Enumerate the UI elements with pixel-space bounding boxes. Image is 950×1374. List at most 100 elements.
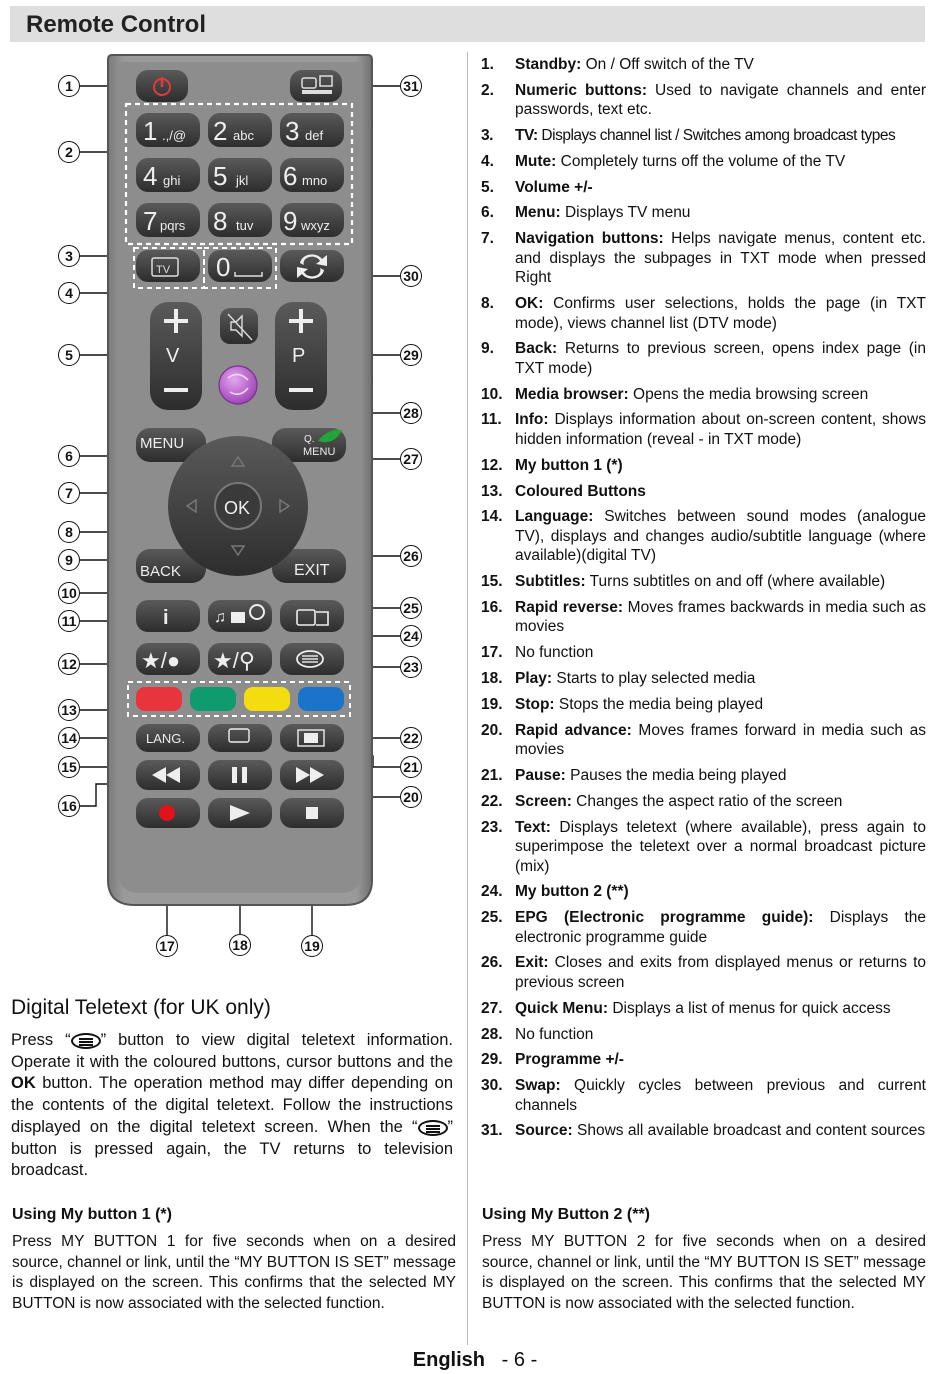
my-button-2-heading: Using My Button 2 (**)	[482, 1206, 650, 1223]
key-2: 2	[213, 116, 227, 146]
callout-8: 8	[58, 521, 80, 543]
my-button-1-paragraph: Press MY BUTTON 1 for five seconds when …	[12, 1233, 456, 1312]
list-item: 4.Mute: Completely turns off the volume …	[481, 152, 846, 170]
green-key	[190, 687, 236, 711]
list-item: 2.Numeric buttons: Used to navigate chan…	[481, 81, 926, 119]
callout-18: 18	[229, 934, 251, 956]
list-item: 1.Standby: On / Off switch of the TV	[481, 56, 754, 73]
key-6-sub: mno	[302, 173, 327, 188]
list-item: 8.OK: Confirms user selections, holds th…	[481, 295, 926, 332]
callout-25: 25	[400, 597, 422, 619]
list-item: 29.Programme +/-	[481, 1051, 624, 1069]
list-item: 13.Coloured Buttons	[481, 482, 646, 500]
my-button-1-heading: Using My button 1 (*)	[12, 1206, 172, 1223]
footer-language: English	[412, 1349, 485, 1371]
callout-12: 12	[58, 653, 80, 675]
callout-5: 5	[58, 344, 80, 366]
list-item: 9.Back: Returns to previous screen, open…	[481, 340, 926, 377]
callout-6: 6	[58, 445, 80, 467]
key-2-sub: abc	[233, 128, 254, 143]
list-item: 12.My button 1 (*)	[481, 456, 623, 474]
callout-7: 7	[58, 482, 80, 504]
list-item: 3.TV: Displays channel list / Switches a…	[481, 127, 896, 145]
key-5: 5	[213, 161, 227, 191]
list-item: 17.No function	[481, 644, 594, 662]
key-9: 9	[283, 206, 297, 236]
key-9-sub: wxyz	[300, 218, 330, 233]
callout-15: 15	[58, 756, 80, 778]
list-item: 27.Quick Menu: Displays a list of menus …	[481, 999, 891, 1017]
remote-illustration: 1 .,/@ 2 abc 3 def 4 ghi 5 jkl 6 mno 7 p…	[0, 46, 460, 966]
callout-24: 24	[400, 625, 422, 647]
svg-text:★/●: ★/●	[141, 648, 180, 673]
key-4: 4	[143, 161, 157, 191]
callout-31: 31	[400, 75, 422, 97]
vol-label: V	[166, 345, 180, 367]
list-item: 10.Media browser: Opens the media browsi…	[481, 385, 869, 403]
callout-29: 29	[400, 344, 422, 366]
teletext-paragraph: Press “” button to view digital teletext…	[11, 1031, 453, 1180]
tv-key-label: TV	[156, 264, 171, 276]
list-item: 7.Navigation buttons: Helps navigate men…	[481, 230, 926, 287]
callout-27: 27	[400, 448, 422, 470]
key-7-sub: pqrs	[160, 218, 186, 233]
qmenu-q-label: Q.	[304, 434, 315, 445]
key-6: 6	[283, 161, 297, 191]
prog-label: P	[292, 345, 305, 367]
svg-text:♫: ♫	[214, 609, 226, 626]
list-item: 16.Rapid reverse: Moves frames backwards…	[481, 598, 926, 636]
menu-key-label: MENU	[140, 435, 184, 452]
page-footer: English - 6 -	[0, 1349, 950, 1372]
list-item: 18.Play: Starts to play selected media	[481, 670, 756, 688]
callout-28: 28	[400, 402, 422, 424]
key-8: 8	[213, 206, 227, 236]
page-header: Remote Control	[10, 6, 925, 42]
key-1-sub: .,/@	[162, 128, 186, 143]
page-number: - 6 -	[501, 1349, 538, 1371]
key-3: 3	[285, 116, 299, 146]
callout-22: 22	[400, 727, 422, 749]
callout-26: 26	[400, 545, 422, 567]
list-item: 23.Text: Displays teletext (where availa…	[481, 818, 926, 875]
key-7: 7	[143, 206, 157, 236]
info-key-label: i	[163, 607, 169, 629]
callout-11: 11	[58, 610, 80, 632]
callout-9: 9	[58, 549, 80, 571]
list-item: 25.EPG (Electronic programme guide): Dis…	[481, 909, 927, 946]
callout-19: 19	[301, 935, 323, 957]
key-8-sub: tuv	[236, 218, 254, 233]
column-divider	[467, 52, 468, 1345]
list-item: 31.Source: Shows all available broadcast…	[481, 1122, 926, 1140]
teletext-icon	[70, 1033, 101, 1049]
ok-key-label: OK	[224, 498, 250, 518]
back-key-label: BACK	[140, 563, 181, 580]
key-5-sub: jkl	[235, 173, 248, 188]
callout-10: 10	[58, 582, 80, 604]
red-key	[136, 687, 182, 711]
list-item: 19.Stop: Stops the media being played	[481, 695, 764, 713]
button-function-list: 1.Standby: On / Off switch of the TV 2.N…	[481, 55, 926, 1147]
blue-key	[298, 687, 344, 711]
list-item: 6.Menu: Displays TV menu	[481, 204, 691, 222]
remote-svg: 1 .,/@ 2 abc 3 def 4 ghi 5 jkl 6 mno 7 p…	[80, 54, 400, 935]
callout-23: 23	[400, 656, 422, 678]
key-1: 1	[143, 116, 157, 146]
callout-2: 2	[58, 141, 80, 163]
key-0: 0	[216, 252, 230, 282]
callout-17: 17	[156, 935, 178, 957]
list-item: 5.Volume +/-	[481, 178, 593, 196]
callout-14: 14	[58, 727, 80, 749]
teletext-heading: Digital Teletext (for UK only)	[11, 996, 271, 1019]
page-title: Remote Control	[26, 11, 206, 38]
exit-key-label: EXIT	[294, 562, 330, 579]
list-item: 20.Rapid advance: Moves frames forward i…	[481, 721, 927, 759]
list-item: 22.Screen: Changes the aspect ratio of t…	[481, 792, 843, 810]
callout-4: 4	[58, 282, 80, 304]
list-item: 14.Language: Switches between sound mode…	[481, 508, 926, 565]
list-item: 24.My button 2 (**)	[481, 883, 629, 901]
my-button-2-paragraph: Press MY BUTTON 2 for five seconds when …	[482, 1233, 926, 1312]
list-item: 26.Exit: Closes and exits from displayed…	[481, 954, 926, 991]
lang-key-label: LANG.	[146, 731, 185, 746]
key-4-sub: ghi	[163, 173, 180, 188]
svg-text:★/⚲: ★/⚲	[213, 648, 255, 673]
